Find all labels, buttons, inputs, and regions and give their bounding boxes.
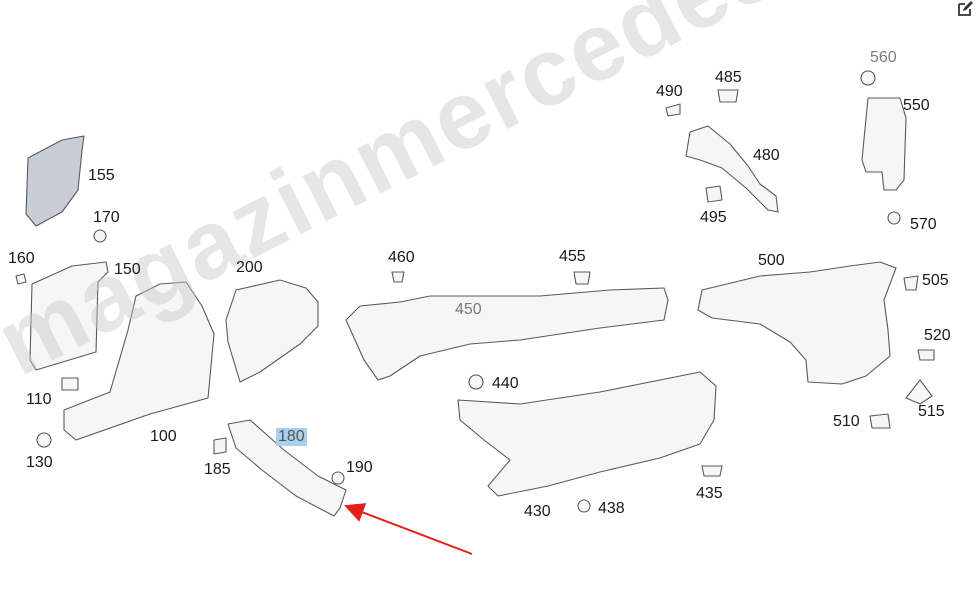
edit-icon[interactable] — [956, 0, 974, 18]
callout-500[interactable]: 500 — [758, 252, 785, 269]
callout-485[interactable]: 485 — [715, 69, 742, 86]
callout-430[interactable]: 430 — [524, 503, 551, 520]
pointer-arrow — [344, 503, 473, 555]
part-180 — [227, 419, 347, 517]
part-110 — [61, 377, 79, 391]
callout-450[interactable]: 450 — [455, 301, 482, 318]
part-150 — [29, 261, 109, 371]
callout-130[interactable]: 130 — [26, 454, 53, 471]
part-130 — [36, 432, 52, 448]
callout-515[interactable]: 515 — [918, 403, 945, 420]
callout-495[interactable]: 495 — [700, 209, 727, 226]
part-190 — [331, 471, 345, 485]
callout-150[interactable]: 150 — [114, 261, 141, 278]
callout-110[interactable]: 110 — [26, 391, 52, 408]
callout-438[interactable]: 438 — [598, 500, 625, 517]
callout-490[interactable]: 490 — [656, 83, 683, 100]
callout-510[interactable]: 510 — [833, 413, 860, 430]
callout-460[interactable]: 460 — [388, 249, 415, 266]
callout-570[interactable]: 570 — [910, 216, 937, 233]
part-485 — [717, 89, 739, 103]
callout-480[interactable]: 480 — [753, 147, 780, 164]
part-460 — [391, 271, 405, 283]
callout-100[interactable]: 100 — [150, 428, 177, 445]
part-170 — [93, 229, 107, 243]
part-200 — [225, 279, 319, 383]
part-570 — [887, 211, 901, 225]
part-455 — [573, 271, 591, 285]
part-560 — [860, 70, 876, 86]
part-520 — [917, 349, 935, 361]
part-495 — [705, 185, 723, 203]
callout-505[interactable]: 505 — [922, 272, 949, 289]
part-160 — [15, 273, 27, 285]
callout-455[interactable]: 455 — [559, 248, 586, 265]
part-438 — [577, 499, 591, 513]
callout-190[interactable]: 190 — [346, 459, 373, 476]
part-155 — [25, 135, 85, 227]
part-550 — [861, 97, 907, 191]
callout-180[interactable]: 180 — [276, 428, 307, 446]
callout-200[interactable]: 200 — [236, 259, 263, 276]
part-505 — [903, 275, 919, 291]
callout-435[interactable]: 435 — [696, 485, 723, 502]
part-435 — [701, 465, 723, 477]
part-490 — [665, 103, 681, 117]
callout-440[interactable]: 440 — [492, 375, 519, 392]
part-440 — [468, 374, 484, 390]
callout-550[interactable]: 550 — [903, 97, 930, 114]
part-480 — [685, 125, 779, 213]
part-430 — [457, 371, 717, 497]
callout-185[interactable]: 185 — [204, 461, 231, 478]
part-450 — [345, 287, 669, 381]
callout-520[interactable]: 520 — [924, 327, 951, 344]
callout-170[interactable]: 170 — [93, 209, 120, 226]
callout-560[interactable]: 560 — [870, 49, 897, 66]
part-510 — [869, 413, 891, 429]
part-100 — [63, 281, 215, 441]
part-185 — [213, 437, 227, 455]
part-500 — [697, 261, 897, 385]
callout-155[interactable]: 155 — [88, 167, 115, 184]
callout-160[interactable]: 160 — [8, 250, 35, 267]
part-515 — [905, 379, 933, 405]
